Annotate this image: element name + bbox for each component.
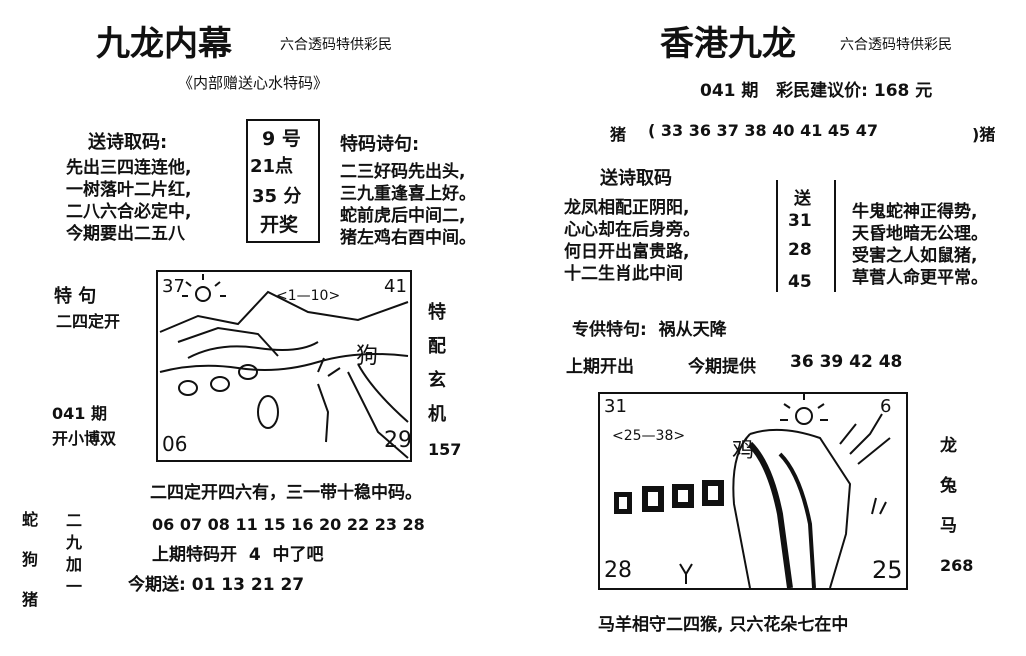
- poem-line: 何日开出富贵路,: [564, 242, 690, 262]
- te-ju: 特 句: [54, 286, 97, 307]
- pig-right: )猪: [972, 125, 996, 144]
- right-drawing-frame: [598, 392, 908, 590]
- special-line: 三九重逢喜上好。: [340, 184, 476, 204]
- poem-line: 今期要出二五八: [66, 224, 185, 244]
- poem-line: 受害之人如鼠猪,: [852, 246, 978, 266]
- send-label: 今期送:: [128, 575, 186, 595]
- right-subtitle: 六合透码特供彩民: [840, 37, 952, 53]
- right-horse-sketch: [614, 394, 891, 588]
- poem-line: 牛鬼蛇神正得势,: [852, 202, 978, 222]
- left-drawing-frame: [156, 270, 412, 462]
- send-numbers: 01 13 21 27: [191, 575, 305, 595]
- poem-line: 天昏地暗无公理。: [852, 224, 988, 244]
- open-minute: 35 分: [252, 182, 301, 208]
- char-nine: 九: [66, 533, 83, 552]
- right-special: 专供特句: 祸从天降: [572, 315, 727, 340]
- animal-dog: 狗: [22, 550, 39, 569]
- animal-rabbit: 兔: [940, 476, 957, 496]
- left-pic-num-br: 29: [384, 428, 412, 453]
- open-min-unit: 分: [283, 186, 302, 207]
- left-book-title: 《内部赠送心水特码》: [178, 74, 329, 92]
- poem-line: 一树落叶二片红,: [66, 180, 192, 200]
- special-text: 祸从天降: [658, 320, 727, 340]
- right-pic-num-br: 25: [872, 556, 903, 584]
- open-label: 开奖: [260, 214, 299, 236]
- open-hour: 21点: [250, 156, 294, 177]
- special-heading: 特码诗句:: [340, 134, 420, 155]
- send-line: 今期送: 01 13 21 27: [128, 570, 304, 595]
- left-pic-word: 狗: [356, 344, 379, 369]
- right-send-num: 45: [788, 272, 812, 292]
- poem-line: 先出三四连连他,: [66, 158, 192, 178]
- left-summary: 二四定开四六有，三一带十稳中码。: [150, 483, 422, 503]
- right-send-label: 送: [794, 189, 811, 209]
- side-number: 157: [428, 440, 462, 459]
- open-min-num: 35: [252, 186, 278, 207]
- left-mountain-sketch: [159, 274, 409, 459]
- left-number-list: 06 07 08 11 15 16 20 22 23 28: [152, 515, 425, 534]
- char-one: 一: [66, 577, 83, 596]
- open-day-unit: 号: [281, 128, 301, 150]
- poem-line: 心心却在后身旁。: [564, 220, 700, 240]
- animal-column: 蛇 狗 猪: [22, 500, 38, 620]
- left-title: 九龙内幕: [96, 24, 232, 64]
- left-pic-range: <1—10>: [276, 288, 341, 304]
- right-pic-num-tr: 6: [880, 396, 892, 417]
- left-poem: 先出三四连连他, 一树落叶二片红, 二八六合必定中, 今期要出二五八: [66, 157, 191, 245]
- side-vertical-text: 特配玄机: [428, 302, 446, 425]
- char-plus: 加: [66, 555, 83, 574]
- left-pic-num-tr: 41: [384, 276, 407, 297]
- left-pic-num-bl: 06: [162, 432, 188, 456]
- provide-numbers: 36 39 42 48: [790, 352, 903, 372]
- poem-line: 龙凤相配正阴阳,: [564, 198, 690, 218]
- poem-line: 草菅人命更平常。: [852, 268, 988, 288]
- left-subtitle: 六合透码特供彩民: [280, 37, 392, 53]
- open-day: 9 号: [262, 124, 301, 151]
- left-pic-num-tl: 37: [162, 276, 185, 297]
- pig-numbers: ( 33 36 37 38 40 41 45 47: [648, 121, 878, 140]
- number-column: 二 九 加 一: [66, 510, 82, 598]
- right-send-num: 28: [788, 240, 812, 260]
- right-send-num: 31: [788, 211, 812, 231]
- provide-label: 今期提供: [688, 357, 756, 377]
- right-poem: 龙凤相配正阴阳, 心心却在后身旁。 何日开出富贵路, 十二生肖此中间: [564, 197, 700, 285]
- left-issue-text: 开小博双: [52, 429, 117, 448]
- right-side-number: 268: [940, 556, 974, 575]
- right-pic-range: <25—38>: [612, 428, 686, 444]
- special-line: 二三好码先出头,: [340, 162, 466, 182]
- send-divider-left: [776, 180, 778, 292]
- char-two: 二: [66, 511, 83, 530]
- special-label: 专供特句:: [572, 320, 647, 340]
- left-issue: 041 期: [52, 404, 107, 423]
- right-bottom-verse: 马羊相守二四猴, 只六花朵七在中: [598, 615, 849, 635]
- right-side-animals: 龙 兔 马: [940, 426, 957, 546]
- right-pic-word: 鸡: [732, 438, 755, 463]
- left-poem-heading: 送诗取码:: [88, 132, 168, 153]
- right-title: 香港九龙: [660, 24, 796, 64]
- animal-snake: 蛇: [22, 510, 39, 529]
- right-issue-line: 041 期 彩民建议价: 168 元: [700, 81, 933, 101]
- animal-pig: 猪: [22, 590, 39, 609]
- send-divider-right: [834, 180, 836, 292]
- animal-horse: 马: [940, 516, 957, 536]
- special-line: 猪左鸡右酉中间。: [340, 228, 476, 248]
- right-poem-heading: 送诗取码: [600, 168, 672, 189]
- te-ju-text: 二四定开: [56, 312, 121, 331]
- animal-dragon: 龙: [940, 436, 957, 456]
- open-time-box: [246, 119, 320, 243]
- special-poem: 二三好码先出头, 三九重逢喜上好。 蛇前虎后中间二, 猪左鸡右酉中间。: [340, 161, 476, 249]
- last-special: 上期特码开 4 中了吧: [152, 545, 324, 565]
- last-open-label: 上期开出: [566, 357, 634, 377]
- right-pic-num-tl: 31: [604, 396, 627, 417]
- poem-line: 二八六合必定中,: [66, 202, 192, 222]
- pig-left: 猪: [610, 125, 627, 144]
- poem-line: 十二生肖此中间: [564, 264, 683, 284]
- right-side-poem: 牛鬼蛇神正得势, 天昏地暗无公理。 受害之人如鼠猪, 草菅人命更平常。: [852, 201, 988, 289]
- special-line: 蛇前虎后中间二,: [340, 206, 466, 226]
- open-day-num: 9: [262, 128, 276, 150]
- right-pic-num-bl: 28: [604, 558, 632, 583]
